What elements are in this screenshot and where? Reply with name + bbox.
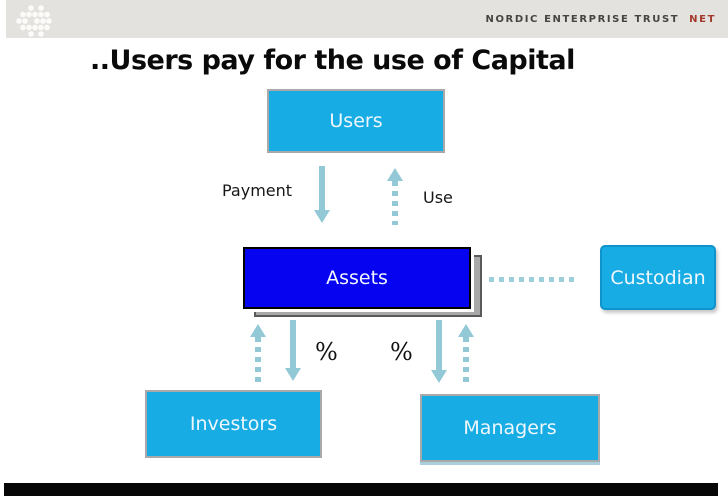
- header-band: NORDIC ENTERPRISE TRUST NET: [6, 0, 728, 38]
- use-arrow-up-dashed-icon: [387, 168, 403, 225]
- investors-arrow-down-icon: [285, 320, 301, 381]
- node-custodian: Custodian: [600, 245, 716, 310]
- brand-name: NORDIC ENTERPRISE TRUST: [485, 13, 680, 25]
- percent-label-right: %: [390, 338, 413, 366]
- investors-arrow-up-dashed-icon: [250, 324, 266, 383]
- slide-title: ..Users pay for the use of Capital: [90, 45, 575, 76]
- payment-label: Payment: [222, 181, 293, 200]
- use-label: Use: [423, 188, 453, 207]
- payment-arrow-down-icon: [314, 166, 330, 223]
- node-users-label: Users: [329, 110, 383, 132]
- node-assets-label: Assets: [326, 267, 388, 289]
- node-assets: Assets: [243, 247, 482, 317]
- managers-arrow-up-dashed-icon: [458, 324, 474, 385]
- node-investors-label: Investors: [189, 413, 278, 435]
- node-managers-label: Managers: [463, 417, 557, 439]
- assets-custodian-dashed-link: [489, 277, 577, 282]
- node-investors: Investors: [145, 390, 322, 458]
- node-custodian-label: Custodian: [610, 266, 706, 289]
- node-managers: Managers: [420, 394, 600, 462]
- managers-arrow-down-icon: [431, 320, 447, 383]
- node-users: Users: [267, 89, 445, 153]
- dot-matrix-logo-icon: [14, 3, 58, 41]
- brand: NORDIC ENTERPRISE TRUST NET: [485, 0, 716, 38]
- brand-suffix: NET: [689, 13, 716, 25]
- footer-bar: [4, 483, 718, 496]
- percent-label-left: %: [315, 338, 338, 366]
